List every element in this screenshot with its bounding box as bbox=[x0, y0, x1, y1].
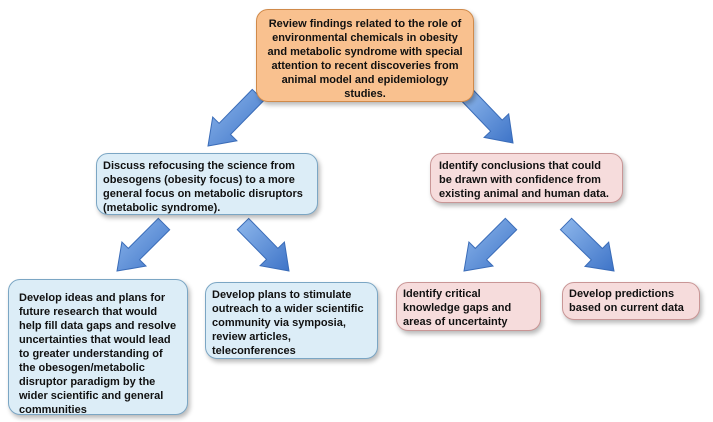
knowledge-gaps-text: Identify critical knowledge gaps and are… bbox=[403, 288, 512, 328]
top-goal-box: Review findings related to the role of e… bbox=[256, 9, 474, 102]
arrow-top-to-mid-right-icon bbox=[460, 88, 514, 144]
top-goal-text: Review findings related to the role of e… bbox=[267, 18, 463, 100]
arrow-top-to-mid-left-icon bbox=[207, 88, 265, 147]
refocus-science-text: Discuss refocusing the science from obes… bbox=[103, 160, 303, 214]
refocus-science-box: Discuss refocusing the science from obes… bbox=[96, 153, 318, 215]
identify-conclusions-text: Identify conclusions that could be drawn… bbox=[439, 160, 609, 200]
knowledge-gaps-box: Identify critical knowledge gaps and are… bbox=[396, 282, 541, 331]
predictions-text: Develop predictions based on current dat… bbox=[569, 288, 684, 314]
research-plans-box: Develop ideas and plans for future resea… bbox=[8, 279, 188, 416]
research-plans-text: Develop ideas and plans for future resea… bbox=[19, 292, 177, 416]
outreach-plans-text: Develop plans to stimulate outreach to a… bbox=[212, 289, 364, 357]
arrow-mid-left-to-bl2-icon bbox=[236, 217, 290, 272]
outreach-plans-box: Develop plans to stimulate outreach to a… bbox=[205, 282, 378, 359]
arrow-mid-right-to-br2-icon bbox=[559, 217, 615, 272]
arrow-mid-right-to-br1-icon bbox=[463, 217, 518, 272]
arrow-mid-left-to-bl1-icon bbox=[116, 217, 171, 272]
identify-conclusions-box: Identify conclusions that could be drawn… bbox=[430, 153, 623, 203]
predictions-box: Develop predictions based on current dat… bbox=[562, 282, 700, 320]
